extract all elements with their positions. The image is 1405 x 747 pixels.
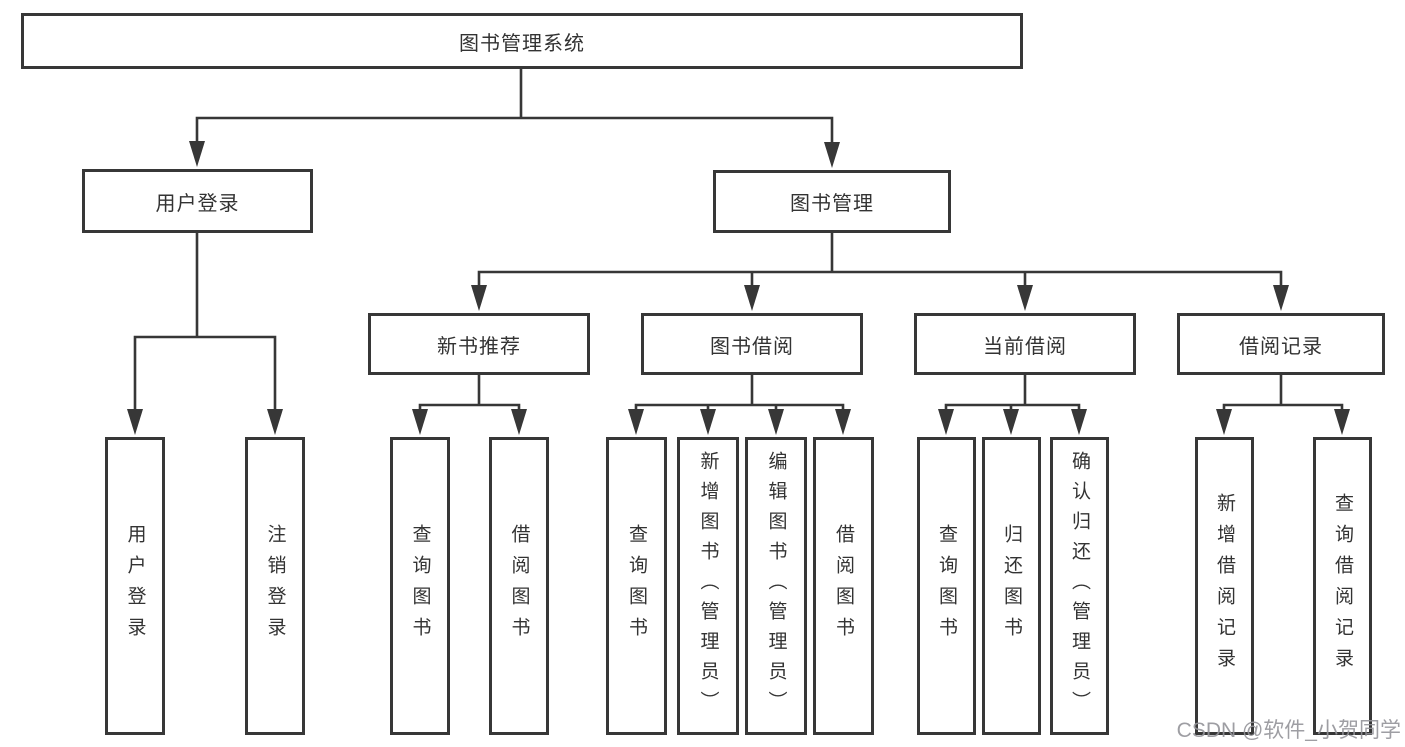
connector-book-borrow-to-children [628, 373, 851, 435]
leaf-borrow-books-recommend: 借阅图书 [489, 437, 549, 735]
leaf-query-books-borrow: 查询图书 [606, 437, 667, 735]
leaf-add-borrow-record: 新增借阅记录 [1195, 437, 1254, 735]
connector-root-to-level2 [189, 67, 840, 168]
connector-current-borrow-to-children [938, 373, 1087, 435]
leaf-user-login: 用户登录 [105, 437, 165, 735]
node-current-borrow: 当前借阅 [914, 313, 1136, 375]
node-borrow-records: 借阅记录 [1177, 313, 1385, 375]
leaf-add-book-admin: 新增图书（管理员） [677, 437, 739, 735]
node-book-management: 图书管理 [713, 170, 951, 233]
connector-borrow-records-to-children [1216, 373, 1350, 435]
leaf-confirm-return-admin: 确认归还（管理员） [1050, 437, 1109, 735]
leaf-query-books-current: 查询图书 [917, 437, 976, 735]
leaf-borrow-books: 借阅图书 [813, 437, 874, 735]
leaf-edit-book-admin: 编辑图书（管理员） [745, 437, 807, 735]
leaf-return-book: 归还图书 [982, 437, 1041, 735]
connector-book-management-to-level3 [471, 231, 1289, 311]
connector-new-book-recommend-to-children [412, 373, 527, 435]
node-new-book-recommend: 新书推荐 [368, 313, 590, 375]
leaf-logout: 注销登录 [245, 437, 305, 735]
node-book-borrow: 图书借阅 [641, 313, 863, 375]
csdn-watermark: CSDN @软件_小贺同学 [1176, 719, 1401, 742]
node-user-login: 用户登录 [82, 169, 313, 233]
leaf-query-borrow-record: 查询借阅记录 [1313, 437, 1372, 735]
leaf-query-books-recommend: 查询图书 [390, 437, 450, 735]
connector-user-login-to-children [127, 231, 283, 435]
node-library-system: 图书管理系统 [21, 13, 1023, 69]
